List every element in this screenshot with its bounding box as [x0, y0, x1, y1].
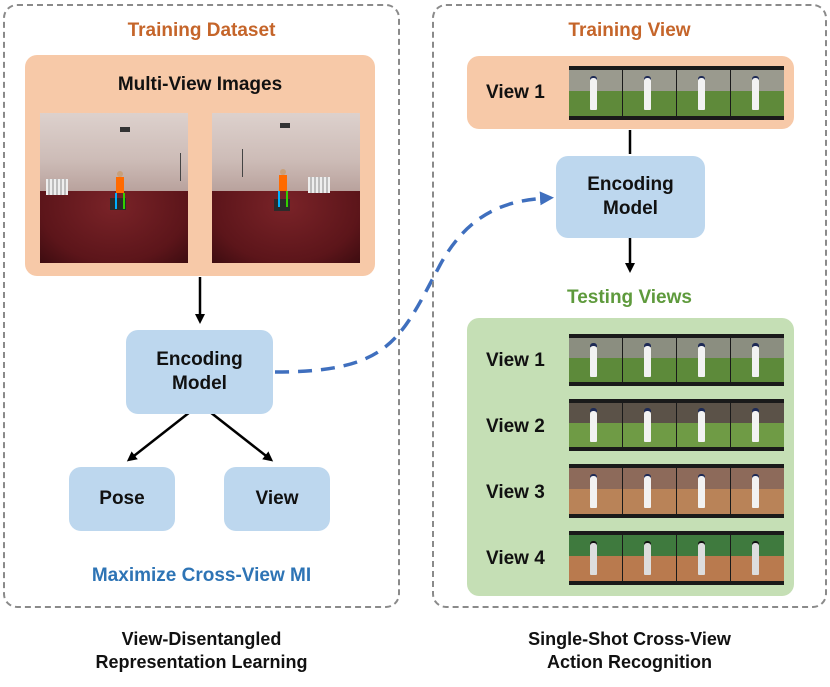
left-encoding-model: Encoding Model: [126, 330, 273, 414]
training-view-label: View 1: [486, 82, 545, 103]
testing-view-strip-4: [569, 531, 784, 585]
testing-views-title: Testing Views: [567, 287, 692, 308]
multi-view-images-title: Multi-View Images: [117, 74, 283, 95]
arrow-encoder-to-view: [209, 411, 274, 462]
training-dataset-title: Training Dataset: [127, 20, 276, 41]
left-caption: View-Disentangled Representation Learnin…: [3, 628, 400, 674]
multi-view-image-1: [40, 113, 188, 263]
testing-view-strip-2: [569, 399, 784, 451]
left-caption-line1: View-Disentangled: [121, 629, 282, 649]
testing-view-label-4: View 4: [486, 548, 545, 569]
arrow-encoder-to-pose: [126, 411, 191, 462]
objective-text: Maximize Cross-View MI: [91, 565, 312, 586]
left-caption-line2: Representation Learning: [95, 652, 308, 672]
right-caption: Single-Shot Cross-View Action Recognitio…: [432, 628, 827, 674]
dashed-transfer-arrow: [274, 191, 554, 374]
testing-view-strip-1: [569, 334, 784, 386]
testing-view-label-2: View 2: [486, 416, 545, 437]
view-box: View: [224, 467, 330, 531]
pose-box: Pose: [69, 467, 175, 531]
left-panel: [3, 4, 400, 608]
right-encoding-model: Encoding Model: [556, 156, 705, 238]
right-caption-line1: Single-Shot Cross-View: [528, 629, 731, 649]
right-caption-line2: Action Recognition: [547, 652, 712, 672]
testing-view-strip-3: [569, 464, 784, 518]
right-panel: [432, 4, 827, 608]
testing-view-label-1: View 1: [486, 350, 545, 371]
training-view-title: Training View: [568, 20, 691, 41]
testing-view-label-3: View 3: [486, 482, 545, 503]
training-view-strip: [569, 66, 784, 120]
multi-view-image-2: [212, 113, 360, 263]
